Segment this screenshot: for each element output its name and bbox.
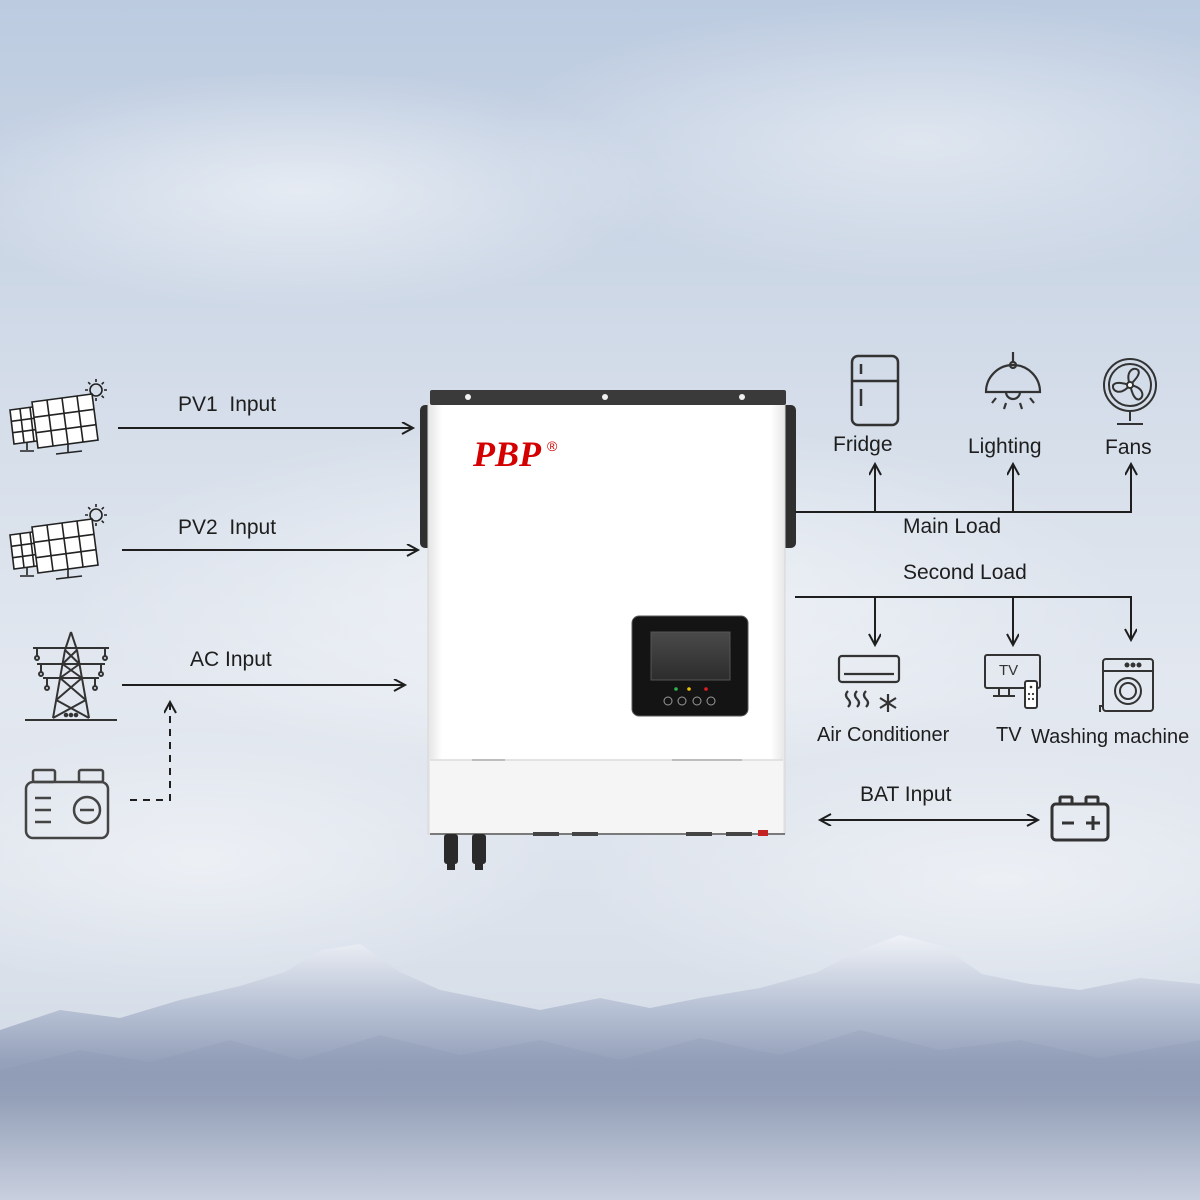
registered-mark: ® [547, 438, 558, 454]
washing-machine-icon [1099, 658, 1154, 712]
inverter-control-panel [631, 615, 749, 717]
inverter [420, 390, 796, 870]
lcd-display [650, 631, 731, 681]
pv1-input-label: PV1 Input [178, 393, 277, 416]
led-green [674, 687, 678, 691]
battery-icon [1050, 795, 1110, 842]
washing-machine-label: Washing machine [1031, 726, 1190, 748]
panel-button [677, 696, 687, 706]
led-red [704, 687, 708, 691]
ac-input-label: AC Input [190, 648, 272, 671]
tv-screen-text: TV [999, 662, 1018, 679]
air-conditioner-icon [837, 654, 901, 712]
bat-input-label: BAT Input [860, 783, 952, 806]
tv-icon: TV [984, 654, 1041, 709]
transmission-tower-icon [25, 631, 117, 721]
generator-dashed-arrow [130, 702, 170, 801]
fan-icon [1103, 358, 1157, 425]
panel-button [706, 696, 716, 706]
main-load-label: Main Load [903, 515, 1002, 538]
pv-connectors [444, 834, 486, 870]
pv2-input-label: PV2 Input [178, 516, 277, 539]
inverter-top-bracket [430, 390, 786, 405]
lamp-icon [984, 352, 1042, 410]
led-yellow [687, 687, 691, 691]
air-conditioner-label: Air Conditioner [817, 724, 950, 746]
second-load-label: Second Load [903, 561, 1027, 584]
fridge-icon [850, 354, 900, 427]
panel-button [692, 696, 702, 706]
panel-button [663, 696, 673, 706]
tv-label: TV [996, 724, 1022, 746]
mountain-range [0, 935, 1200, 1200]
solar-panel-icon [9, 379, 107, 455]
solar-panel-icon [9, 504, 107, 580]
fridge-label: Fridge [833, 433, 893, 456]
fans-label: Fans [1105, 436, 1152, 459]
lighting-label: Lighting [968, 435, 1042, 458]
generator-icon [24, 768, 110, 840]
brand-logo: PBP [473, 434, 541, 474]
